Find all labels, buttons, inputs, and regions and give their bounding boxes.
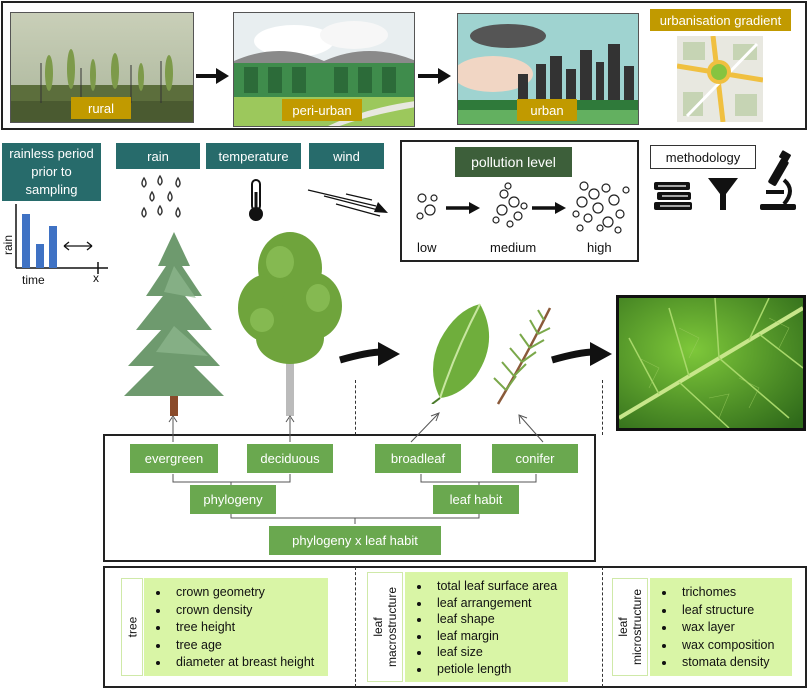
chart-xlabel: time (22, 273, 45, 287)
list-item: diameter at breast height (170, 654, 328, 672)
chart-bar (49, 226, 57, 268)
urbanisation-panel (1, 1, 807, 130)
rainless-period-label: rainless period prior to sampling (2, 143, 101, 201)
leaf-microstructure-list: trichomes leaf structure wax layer wax c… (650, 578, 792, 676)
pollution-low-label: low (417, 240, 437, 255)
divider (355, 567, 356, 687)
list-item: tree height (170, 619, 328, 637)
peri-urban-label: peri-urban (282, 99, 362, 121)
pollution-particles-icon (416, 181, 630, 234)
list-item: leaf size (431, 644, 568, 661)
books-icon (654, 182, 692, 210)
list-item: crown density (170, 602, 328, 620)
tree-traits-label: tree (121, 578, 143, 676)
classification-panel (103, 434, 596, 562)
conifer-tree-image (124, 232, 224, 416)
list-item: leaf shape (431, 611, 568, 628)
wind-label: wind (309, 143, 384, 169)
phylogeny-x-leaf-habit-box: phylogeny x leaf habit (269, 526, 441, 555)
pollution-high-label: high (587, 240, 612, 255)
chart-bar (22, 214, 30, 268)
evergreen-box: evergreen (130, 444, 218, 473)
pollution-panel (400, 140, 639, 262)
wind-icon (307, 189, 388, 217)
leaf-macrostructure-list: total leaf surface area leaf arrangement… (405, 572, 568, 682)
arrow-icon (339, 342, 400, 366)
map-icon (677, 36, 763, 122)
chart-x-marker: x (93, 271, 99, 285)
leaf-microstructure-label: leaf microstructure (612, 578, 648, 676)
raindrops-icon (141, 174, 181, 218)
conifer-sprig-image (493, 307, 552, 405)
thermometer-icon (249, 179, 263, 221)
temperature-label: temperature (206, 143, 301, 169)
funnel-icon (708, 178, 738, 210)
methodology-label: methodology (650, 145, 756, 169)
divider (602, 380, 603, 435)
list-item: wax composition (676, 637, 792, 655)
list-item: wax layer (676, 619, 792, 637)
broadleaf-box: broadleaf (375, 444, 461, 473)
list-item: petiole length (431, 661, 568, 678)
rural-label: rural (71, 97, 131, 119)
urbanisation-gradient-label: urbanisation gradient (650, 9, 791, 31)
divider (602, 567, 603, 687)
microscope-icon (760, 150, 796, 210)
list-item: trichomes (676, 584, 792, 602)
broadleaf-image (431, 303, 490, 404)
list-item: leaf arrangement (431, 595, 568, 612)
chart-bar (36, 244, 44, 268)
list-item: leaf structure (676, 602, 792, 620)
list-item: stomata density (676, 654, 792, 672)
phylogeny-box: phylogeny (190, 485, 276, 514)
list-item: crown geometry (170, 584, 328, 602)
arrow-icon (551, 342, 612, 366)
deciduous-box: deciduous (247, 444, 333, 473)
conifer-box: conifer (492, 444, 578, 473)
rain-bar-chart (15, 204, 108, 274)
arrow-icon (196, 68, 229, 84)
arrow-icon (418, 68, 451, 84)
list-item: leaf margin (431, 628, 568, 645)
leaf-surface-photo (616, 295, 806, 431)
deciduous-tree-image (238, 232, 342, 416)
leaf-macrostructure-label: leaf macrostructure (367, 572, 403, 682)
rain-label: rain (116, 143, 200, 169)
list-item: tree age (170, 637, 328, 655)
divider (355, 380, 356, 435)
pollution-level-label: pollution level (455, 147, 572, 177)
traits-panel (103, 566, 807, 688)
leaf-habit-box: leaf habit (433, 485, 519, 514)
list-item: total leaf surface area (431, 578, 568, 595)
pollution-medium-label: medium (490, 240, 537, 255)
hierarchy-connectors (168, 412, 544, 524)
urban-label: urban (517, 99, 577, 121)
tree-traits-list: crown geometry crown density tree height… (144, 578, 328, 676)
